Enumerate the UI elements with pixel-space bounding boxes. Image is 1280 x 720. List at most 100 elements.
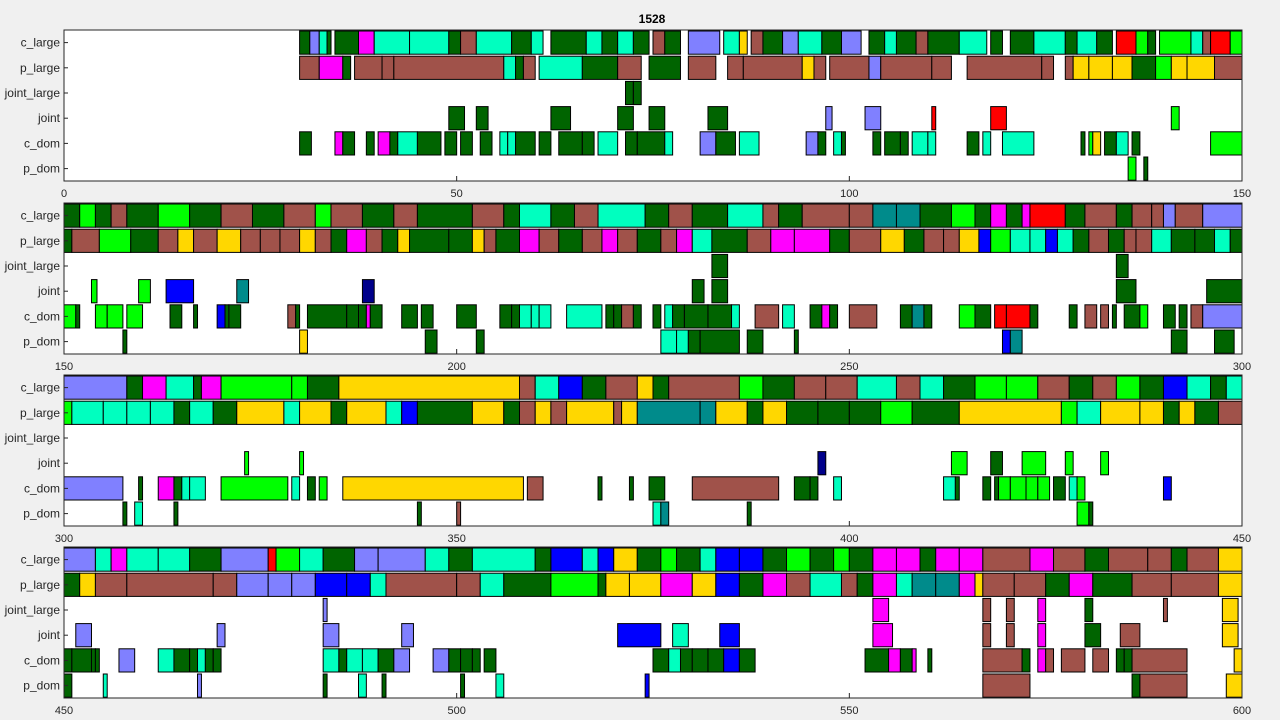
segment-p_large-blue bbox=[978, 228, 992, 253]
segment-c_dom-green bbox=[420, 304, 434, 329]
ytick-label-p_dom: p_dom bbox=[23, 507, 60, 521]
segment-p_large-brown bbox=[71, 228, 100, 253]
segment-c_dom-brown bbox=[1084, 304, 1098, 329]
segment-p_large-brown bbox=[259, 228, 281, 253]
segment-c_dom-brown bbox=[982, 648, 1023, 673]
segment-p_large-gold bbox=[1100, 400, 1141, 425]
segment-c_dom-green bbox=[840, 131, 846, 156]
segment-c_dom-aqua bbox=[782, 304, 795, 329]
ytick-label-c_large: c_large bbox=[21, 36, 61, 50]
segment-c_dom-green bbox=[1021, 648, 1031, 673]
segment-p_large-brown bbox=[157, 228, 179, 253]
segment-c_dom-lime bbox=[1025, 476, 1039, 501]
segment-p_large-gold bbox=[299, 400, 332, 425]
segment-p_dom-lime bbox=[1076, 501, 1090, 526]
segment-p_large-brown bbox=[354, 55, 383, 80]
segment-c_large-green bbox=[1210, 375, 1227, 400]
segment-joint-green bbox=[1206, 279, 1243, 304]
segment-p_large-brown bbox=[617, 55, 642, 80]
segment-c_dom-lime bbox=[220, 476, 289, 501]
segment-p_large-brown bbox=[581, 228, 603, 253]
segment-p_large-periwinkle bbox=[236, 572, 269, 597]
segment-c_dom-periwinkle bbox=[393, 648, 411, 673]
segment-c_dom-lime bbox=[1088, 131, 1094, 156]
segment-p_dom-green bbox=[475, 329, 485, 354]
segment-p_large-green bbox=[515, 55, 524, 80]
segment-c_dom-magenta bbox=[365, 304, 371, 329]
segment-c_large-lime bbox=[974, 375, 1007, 400]
segment-p_large-brown bbox=[746, 228, 772, 253]
segment-c_dom-green bbox=[189, 648, 198, 673]
segment-p_large-magenta bbox=[518, 228, 540, 253]
segment-c_dom-green bbox=[90, 648, 96, 673]
segment-c_large-lime bbox=[786, 547, 811, 572]
segment-p_dom-green bbox=[381, 673, 387, 698]
segment-c_dom-green bbox=[679, 648, 693, 673]
segment-p_large-magenta bbox=[770, 228, 795, 253]
segment-c_large-brown bbox=[1147, 547, 1172, 572]
segment-c_dom-green bbox=[75, 304, 81, 329]
segment-c_large-lime bbox=[1159, 30, 1192, 55]
segment-c_dom-green bbox=[625, 131, 638, 156]
segment-c_large-brown bbox=[668, 375, 740, 400]
segment-p_large-brown bbox=[931, 55, 952, 80]
segment-c_large-green bbox=[1005, 203, 1023, 228]
segment-c_large-green bbox=[895, 30, 917, 55]
segment-c_large-periwinkle bbox=[1202, 203, 1243, 228]
segment-joint-brown bbox=[1119, 623, 1141, 648]
segment-c_large-green bbox=[126, 375, 144, 400]
segment-p_large-brown bbox=[279, 228, 301, 253]
segment-p_large-gold bbox=[1170, 55, 1188, 80]
segment-c_dom-brown bbox=[1131, 648, 1188, 673]
segment-c_large-green bbox=[1068, 375, 1094, 400]
segment-c_dom-green bbox=[228, 304, 242, 329]
segment-c_dom-green bbox=[715, 131, 736, 156]
segment-c_large-brown bbox=[110, 203, 128, 228]
segment-p_large-brown bbox=[299, 55, 320, 80]
segment-c_dom-green bbox=[581, 131, 595, 156]
segment-joint-gold bbox=[1221, 623, 1239, 648]
segment-c_dom-aqua bbox=[189, 476, 206, 501]
segment-p_large-aqua bbox=[126, 400, 151, 425]
segment-joint_large-brown bbox=[1162, 597, 1168, 623]
segment-c_large-lime bbox=[275, 547, 301, 572]
segment-p_large-brown bbox=[240, 228, 261, 253]
segment-c_large-aqua bbox=[1186, 375, 1212, 400]
xtick-label: 0 bbox=[61, 188, 67, 200]
segment-p_large-green bbox=[381, 228, 399, 253]
segment-c_large-green bbox=[919, 547, 937, 572]
segment-p_dom-brown bbox=[982, 673, 1031, 698]
segment-c_dom-lime bbox=[958, 304, 976, 329]
segment-c_dom-magenta bbox=[821, 304, 831, 329]
segment-c_large-green bbox=[448, 547, 473, 572]
segment-c_large-green bbox=[990, 30, 1003, 55]
segment-p_dom-teal bbox=[1009, 329, 1023, 354]
segment-c_large-lime bbox=[738, 375, 764, 400]
segment-p_dom-green bbox=[460, 673, 466, 698]
xtick-label: 450 bbox=[55, 705, 73, 717]
segment-p_large-magenta bbox=[676, 228, 693, 253]
segment-c_dom-aqua bbox=[322, 648, 340, 673]
segment-p_large-brown bbox=[1064, 55, 1074, 80]
segment-p_large-gold bbox=[762, 400, 788, 425]
segment-c_dom-red bbox=[994, 304, 1007, 329]
xtick-label: 300 bbox=[55, 533, 73, 545]
segment-p_large-gold bbox=[621, 400, 638, 425]
segment-p_large-green bbox=[1045, 572, 1070, 597]
segment-c_large-blue bbox=[715, 547, 740, 572]
segment-c_dom-green bbox=[927, 648, 933, 673]
segment-p_dom-aqua bbox=[652, 501, 662, 526]
segment-c_dom-green bbox=[558, 131, 583, 156]
segment-c_dom-lime bbox=[94, 304, 108, 329]
segment-p_large-gold bbox=[177, 228, 195, 253]
segment-p_large-green bbox=[503, 400, 521, 425]
segment-c_large-aqua bbox=[1033, 30, 1066, 55]
xtick-label: 400 bbox=[840, 533, 858, 545]
segment-c_dom-green bbox=[515, 131, 536, 156]
segment-p_large-gold bbox=[1186, 55, 1216, 80]
segment-c_dom-brown bbox=[526, 476, 544, 501]
segment-c_large-aqua bbox=[797, 30, 823, 55]
segment-c_large-lime bbox=[1229, 30, 1243, 55]
segment-p_large-aqua bbox=[1009, 228, 1031, 253]
segment-c_large-green bbox=[919, 203, 952, 228]
